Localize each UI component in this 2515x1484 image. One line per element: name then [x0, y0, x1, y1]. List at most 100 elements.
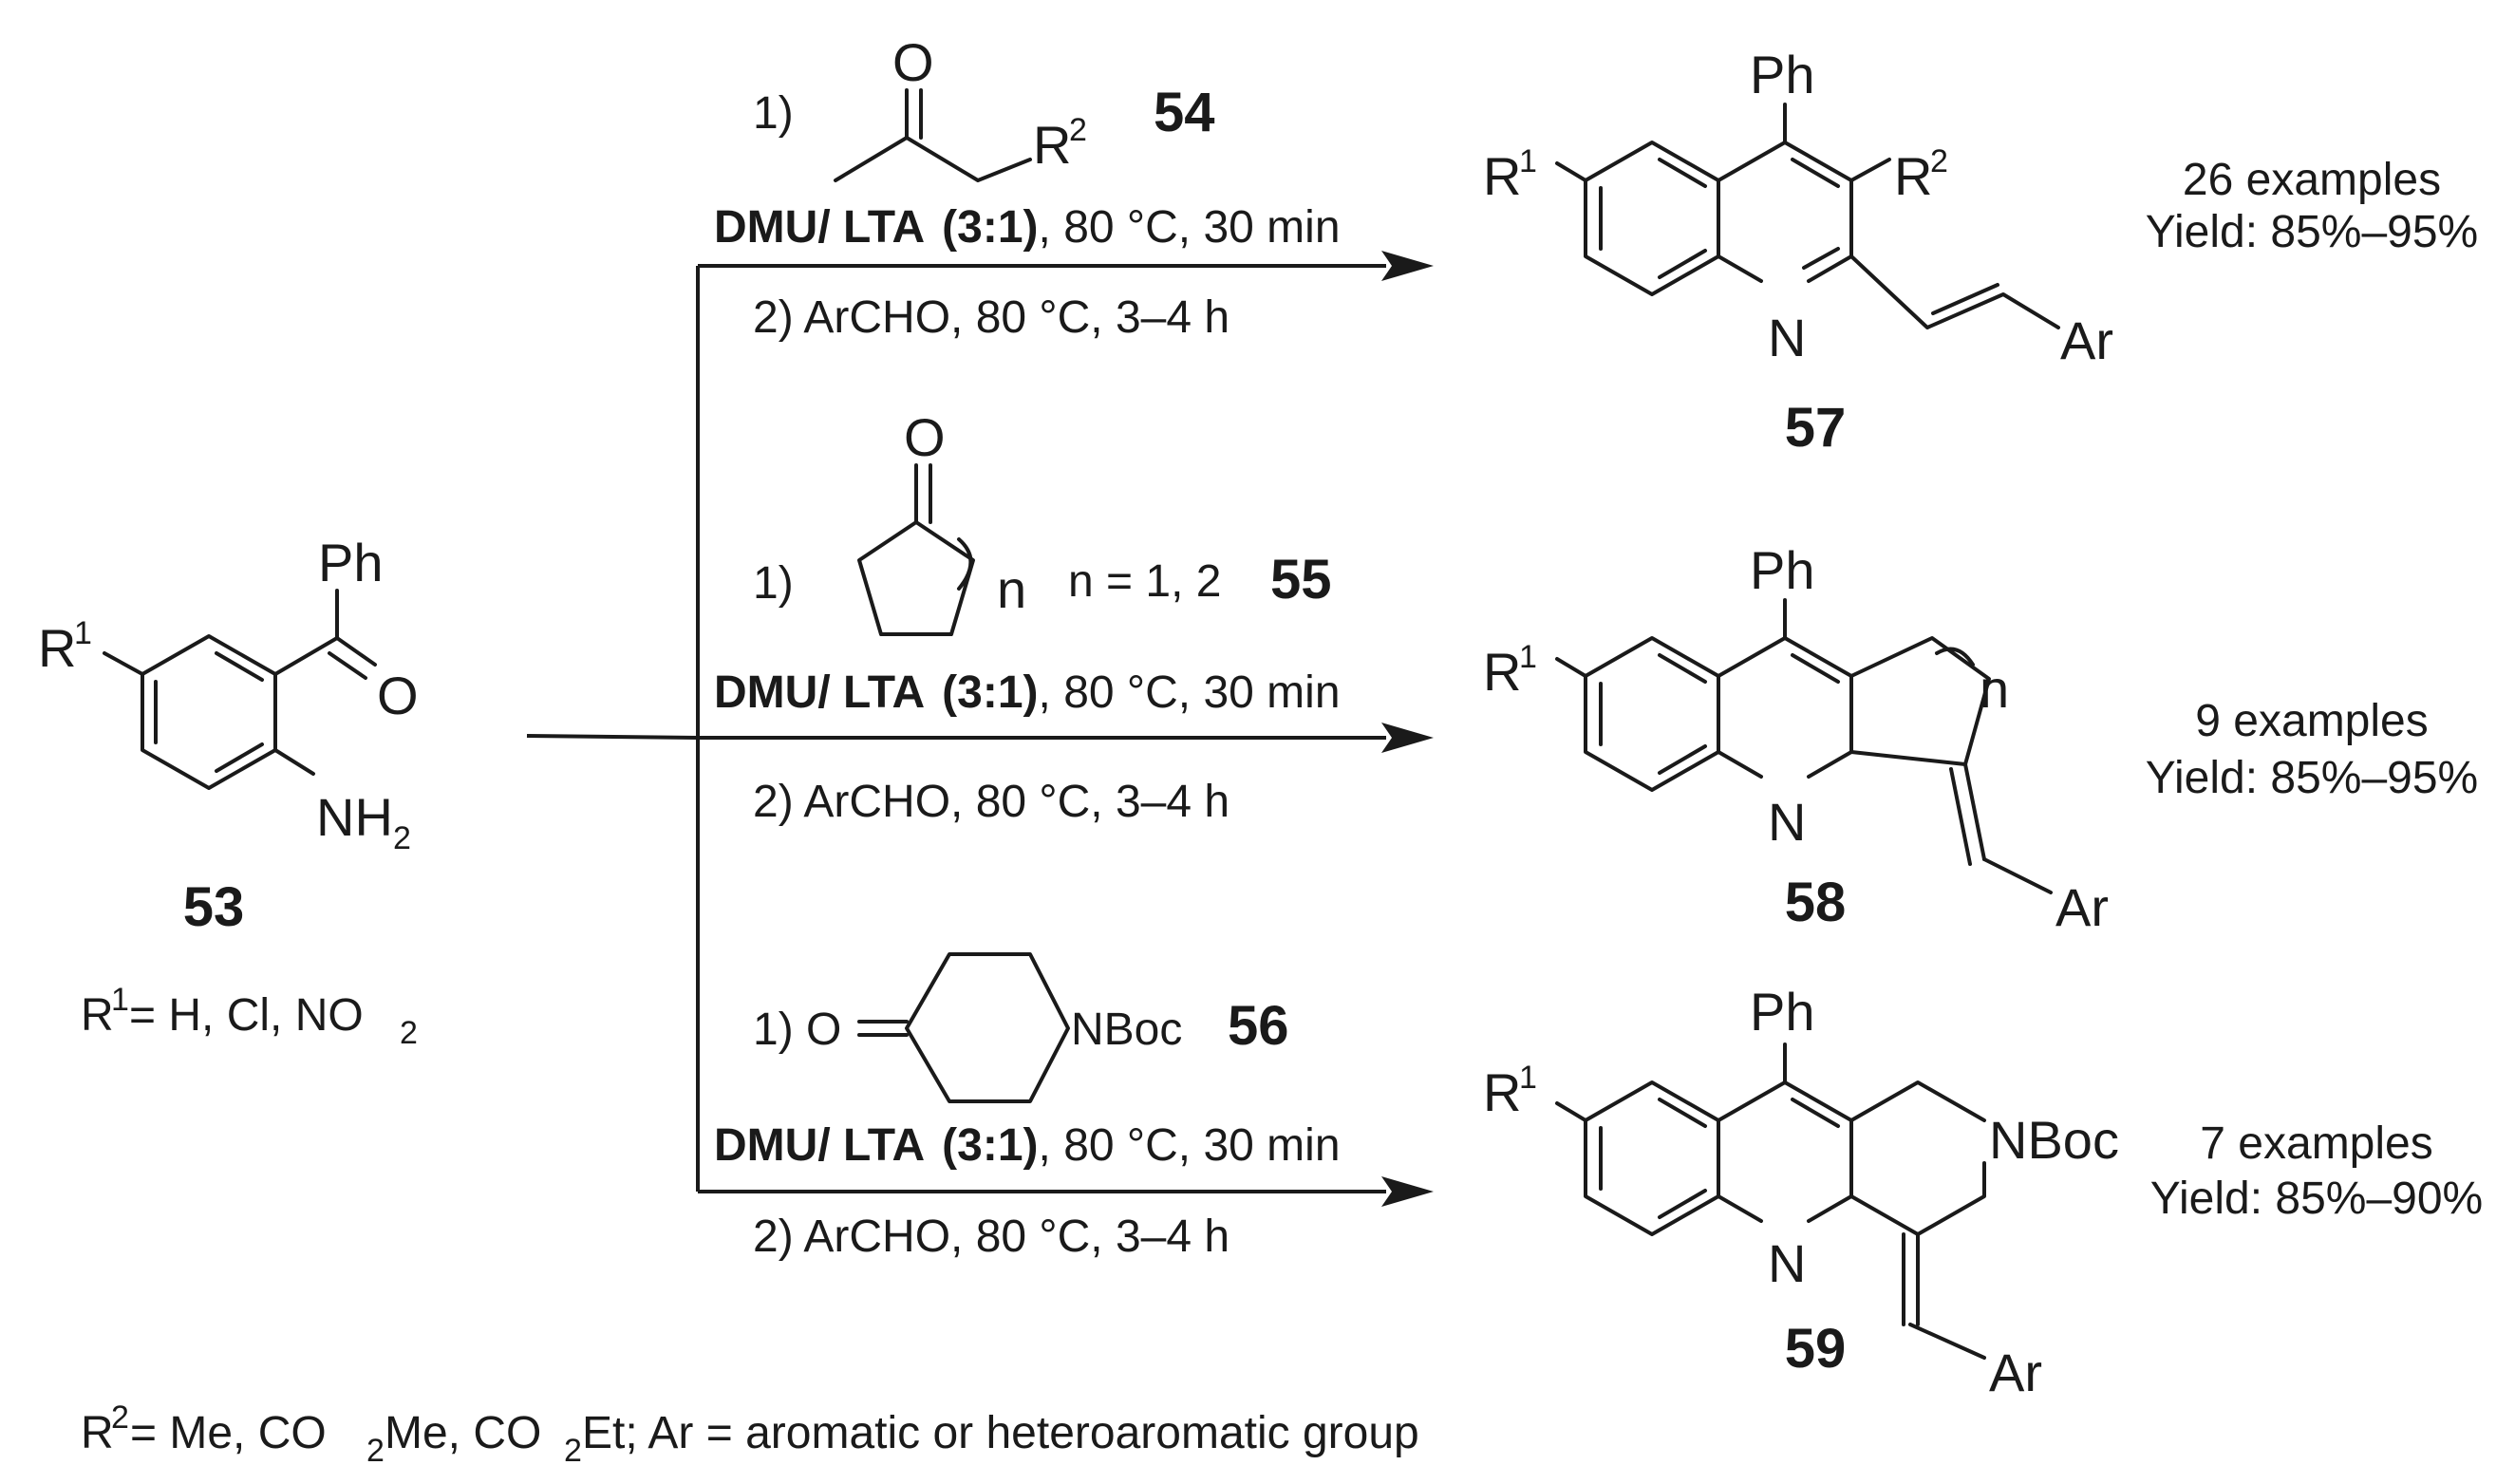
- compound-number-57: 57: [1785, 397, 1847, 459]
- fused-ring-bond: [1849, 1161, 1986, 1236]
- r1-superscript: 1: [74, 615, 92, 651]
- ar-label: Ar: [2060, 310, 2113, 370]
- cond-reagent: DMU/ LTA: [714, 667, 925, 718]
- ketone-54-skeleton: [834, 136, 1032, 182]
- compound-number-59: 59: [1785, 1318, 1847, 1380]
- step2-label: 2) ArCHO, 80 °C, 3–4 h: [753, 292, 1229, 343]
- vinyl-double-bond: [1931, 283, 1999, 315]
- r1-definition: R 1 = H, Cl, NO 2: [81, 982, 418, 1051]
- ph-label: Ph: [1750, 45, 1815, 104]
- arrowhead-58: [1381, 723, 1434, 753]
- pyridine-ring-bond: [1717, 636, 1853, 779]
- footnote-text-3: Et; Ar = aromatic or heteroaromatic grou…: [582, 1408, 1419, 1458]
- nitrogen-label: N: [1768, 308, 1806, 367]
- pyridine-ring-bond: [1717, 1080, 1853, 1223]
- r1-bond: [103, 651, 144, 676]
- nh2-subscript: 2: [393, 820, 411, 856]
- vinyl-chain: [1908, 1323, 1986, 1360]
- r1-def-r: R: [81, 990, 114, 1041]
- pyridine-ring-bond: [1717, 1194, 1763, 1223]
- cycloalkanone-ring: [857, 520, 975, 636]
- r2-superscript: 2: [1930, 143, 1948, 179]
- ar-label: Ar: [1989, 1343, 2042, 1402]
- yield-57: Yield: 85%–95%: [2146, 207, 2478, 257]
- ring-n-label: n: [1980, 659, 2009, 719]
- ar-label: Ar: [2055, 877, 2109, 937]
- footnote-text-2: Me, CO: [385, 1408, 541, 1458]
- yield-58: Yield: 85%–95%: [2146, 753, 2478, 803]
- ph-label: Ph: [1750, 982, 1815, 1042]
- r2-label: R: [1894, 146, 1932, 206]
- examples-count-58: 9 examples: [2195, 696, 2428, 746]
- r1-superscript: 1: [1519, 639, 1537, 675]
- footnote-r-sup: 2: [111, 1399, 129, 1436]
- ring-size-parenthesis: [1935, 647, 1975, 667]
- r1-label: R: [1483, 642, 1521, 702]
- benzo-ring-bond: [1584, 1080, 1720, 1236]
- aromatic-inner-bond: [1658, 158, 1707, 188]
- aromatic-inner-bond: [215, 742, 264, 773]
- condition-line: DMU/ LTA (3:1), 80 °C, 30 min: [714, 667, 1341, 718]
- r2-superscript: 2: [1069, 112, 1087, 148]
- r1-def-sup: 1: [111, 982, 129, 1018]
- step2-label: 2) ArCHO, 80 °C, 3–4 h: [753, 1212, 1229, 1262]
- ring-n-label: n: [997, 559, 1026, 619]
- benzene-ring-bond: [141, 634, 277, 790]
- r1-label: R: [1483, 1062, 1521, 1122]
- footnote-r: R: [81, 1408, 114, 1458]
- feed-line: [526, 734, 699, 740]
- condition-line: DMU/ LTA(3:1), 80 °C, 30 min: [714, 1120, 1341, 1171]
- r1-bond: [1555, 657, 1587, 678]
- r1-label: R: [38, 618, 76, 678]
- vinyl-chain: [1849, 254, 2060, 329]
- vinyl-chain: [1982, 857, 2053, 894]
- compound-number-55: 55: [1270, 549, 1332, 611]
- aromatic-inner-bond: [1791, 653, 1840, 684]
- step1-label: 1): [753, 88, 794, 139]
- step2-label: 2) ArCHO, 80 °C, 3–4 h: [753, 777, 1229, 827]
- cond-rest: , 80 °C, 30 min: [1039, 1120, 1341, 1171]
- oxygen-label: O: [892, 32, 934, 92]
- oxygen-label: O: [377, 666, 419, 725]
- benzo-ring-bond: [1584, 636, 1720, 792]
- nitrogen-label: N: [1768, 1233, 1806, 1293]
- aromatic-inner-bond: [1658, 653, 1707, 684]
- c-o-double-bond: [328, 651, 367, 680]
- product-59: Ph R 1 NBoc N Ar 59: [1483, 982, 2119, 1402]
- reaction-3-conditions: 1) O NBoc 56 DMU/ LTA(3:1), 80 °C, 30 mi…: [714, 952, 1341, 1262]
- condition-line: DMU/ LTA(3:1), 80 °C, 30 min: [714, 202, 1341, 253]
- nboc-label: NBoc: [1989, 1110, 2119, 1170]
- c-o-bond: [335, 636, 377, 667]
- arrowhead-57: [1381, 251, 1434, 281]
- r1-def-text: = H, Cl, NO: [129, 990, 364, 1041]
- compound-number-53: 53: [183, 876, 245, 938]
- ph-label: Ph: [318, 533, 384, 592]
- examples-count-59: 7 examples: [2200, 1118, 2432, 1169]
- step1-label: 1) O: [753, 1005, 841, 1055]
- reaction-2-conditions: 1) O n n = 1, 2 55 DMU/ LTA(3:1), 80 °C,…: [714, 407, 1341, 827]
- cond-rest: , 80 °C, 30 min: [1039, 202, 1341, 253]
- cond-ratio: (3:1): [942, 667, 1038, 718]
- n-definition: n = 1, 2: [1068, 556, 1221, 607]
- r1-label: R: [1483, 146, 1521, 206]
- nh2-bond: [273, 748, 315, 776]
- r1-bond: [1555, 1101, 1587, 1122]
- r1-superscript: 1: [1519, 143, 1537, 179]
- nboc-label: NBoc: [1071, 1005, 1182, 1055]
- aromatic-inner-bond: [1802, 247, 1840, 270]
- compound-number-58: 58: [1785, 872, 1847, 933]
- r1-superscript: 1: [1519, 1060, 1537, 1096]
- arrowhead-59: [1381, 1176, 1434, 1207]
- benzo-ring-bond: [1584, 141, 1720, 296]
- r2-bond: [1849, 158, 1891, 182]
- exocyclic-double-bond: [1949, 767, 1972, 866]
- yield-59: Yield: 85%–90%: [2150, 1174, 2483, 1224]
- r1-bond: [1555, 161, 1587, 182]
- examples-count-57: 26 examples: [2183, 155, 2441, 205]
- footnote-text-1: = Me, CO: [130, 1408, 327, 1458]
- aromatic-inner-bond: [1658, 1189, 1707, 1219]
- nh2-label: NH: [316, 787, 393, 847]
- cond-ratio: (3:1): [942, 1120, 1038, 1171]
- cond-rest: , 80 °C, 30 min: [1039, 667, 1341, 718]
